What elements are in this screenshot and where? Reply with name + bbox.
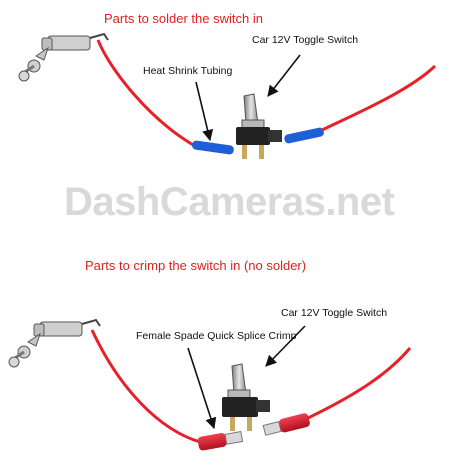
crimp-connector-label: Female Spade Quick Splice Crimp xyxy=(136,330,297,342)
solder-section-title: Parts to solder the switch in xyxy=(104,11,263,26)
watermark: DashCameras.net xyxy=(64,180,395,224)
crimp-section-title: Parts to crimp the switch in (no solder) xyxy=(85,258,307,273)
crimp-toggle-switch xyxy=(222,363,270,431)
solder-ignition-lock xyxy=(18,32,109,82)
solder-wire-left xyxy=(96,39,196,148)
crimp-connector-left xyxy=(197,431,244,451)
solder-tubing-arrow xyxy=(195,81,214,142)
crimp-connector-arrow xyxy=(187,347,217,430)
crimp-switch-label: Car 12V Toggle Switch xyxy=(281,307,388,319)
solder-switch-label: Car 12V Toggle Switch xyxy=(252,34,359,46)
crimp-wire-right xyxy=(307,347,412,420)
solder-switch-arrow xyxy=(267,54,301,97)
solder-tubing-label: Heat Shrink Tubing xyxy=(143,65,233,77)
solder-wire-right xyxy=(321,64,437,132)
solder-toggle-switch xyxy=(236,93,282,159)
solder-shrink-tube-left xyxy=(192,140,234,155)
solder-shrink-tube-right xyxy=(284,127,324,144)
crimp-connector-right xyxy=(262,413,310,436)
crimp-ignition-lock xyxy=(8,318,101,368)
crimp-wire-left xyxy=(90,329,201,444)
crimp-switch-arrow xyxy=(265,325,306,367)
